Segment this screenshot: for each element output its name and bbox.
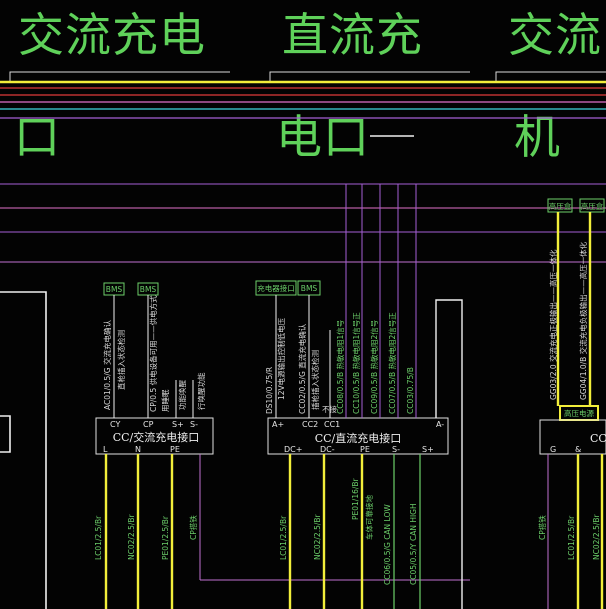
dc-pin-a-plus: A+: [272, 420, 284, 429]
dc-pin-dc-plus: DC+: [284, 445, 302, 454]
title-ac-port-line2: 口: [14, 110, 61, 164]
charger-signal-1: GG03/2.0 交流充电正极输出——高压一体化: [548, 249, 558, 400]
ac-signal-4: 用睡眠: [161, 389, 170, 412]
dc-signal-9: CC03/0.75/B: [406, 367, 415, 414]
charger-wire-label-n: NC02/2.5/Br: [592, 513, 601, 560]
ac-signal-1: AC01/0.5/G 交流充电确认: [102, 320, 112, 410]
ac-pin-cy: CY: [110, 420, 120, 429]
ac-pin-pe: PE: [170, 445, 180, 454]
ac-signal-2: 直枪插入状态检测: [116, 330, 126, 390]
bus-lines: [0, 80, 606, 263]
ac-signal-5: 功能唤醒: [177, 380, 187, 410]
ac-signal-6: 行唤醒功能: [196, 372, 206, 410]
ac-connector: CC/交流充电接口 CY CP S+ S- L N PE BMS BMS AC0…: [94, 282, 470, 609]
charger-tag-2-label: 高压盒: [581, 201, 604, 211]
dc-connector-name: CC/直流充电接口: [315, 431, 402, 445]
title-dc-port-line2: 电口: [276, 110, 370, 164]
dc-signal-8: CC07/0.5/B 热敏电阻2信号正: [387, 312, 397, 414]
left-wiring: [0, 291, 47, 609]
charger-hv-box-label: 高压电源: [564, 408, 594, 418]
dc-pin-cc2: CC2: [302, 420, 318, 429]
dc-signal-4: 插枪插入状态检测: [310, 350, 320, 410]
ac-wire-label-l: LC01/2.5/Br: [94, 515, 103, 560]
ac-signal-3: CP/0.5 供电设备可用——供电方式: [148, 295, 158, 412]
ac-wire-label-cp: CP搭铁: [188, 515, 198, 540]
charger-wire-label-cp: CP搭铁: [537, 515, 547, 540]
dc-connector-box: [267, 417, 449, 455]
dc-signal-5: CC08/0.5/B 热敏电阻1信号: [335, 320, 345, 414]
dc-connector: CC/直流充电接口 A+ CC2 CC1 A- DC+ DC- PE S- S+…: [255, 184, 463, 609]
dc-signal-2: 12V电源输出控制低电压: [276, 317, 286, 400]
charger-pin-g: G: [550, 445, 556, 454]
title-ac-port-line1: 交流充电: [18, 8, 206, 62]
ac-pin-s-minus: S-: [190, 420, 198, 429]
title-dc-port-line1: 直流充: [282, 8, 423, 62]
dc-signal-7: CC09/0.5/B 热敏电阻2信号: [369, 320, 379, 414]
charger-tag-1-label: 高压盒: [549, 201, 572, 211]
dc-wire-label-can-high: CC05/0.5/Y CAN HIGH: [409, 503, 418, 585]
ac-pin-cp: CP: [143, 420, 154, 429]
ac-pin-n: N: [135, 445, 141, 454]
title-ac-machine-line2: 机: [514, 110, 561, 164]
charger-wire-label-l: LC01/2.5/Br: [567, 515, 576, 560]
dc-pin-s-plus: S+: [422, 445, 434, 454]
dc-pin-pe: PE: [360, 445, 370, 454]
dc-wire-label-ground: 车体可靠接地: [364, 495, 374, 540]
title-frames: [9, 71, 606, 82]
dc-wire-label-1: LC01/2.5/Br: [279, 515, 288, 560]
dc-signal-6: CC10/0.5/B 热敏电阻1信号正: [351, 312, 361, 414]
ac-pin-s-plus: S+: [172, 420, 184, 429]
ac-pin-l: L: [103, 445, 108, 454]
ac-connector-name: CC/交流充电接口: [113, 430, 200, 444]
dc-pin-s-minus: S-: [392, 445, 400, 454]
dc-wire-label-can-low: CC06/0.5/G CAN LOW: [383, 504, 392, 585]
dc-pin-dc-minus: DC-: [320, 445, 335, 454]
ac-bms-tag-1-label: BMS: [106, 285, 123, 294]
charger-tag-1: [547, 198, 573, 213]
dc-pin-cc1: CC1: [324, 420, 340, 429]
ac-connector-box: [95, 417, 214, 455]
dc-wire-label-3: PE01/16/Br: [351, 477, 360, 520]
ac-bms-tag-2-label: BMS: [140, 285, 157, 294]
dc-wire-label-2: NC02/2.5/Br: [313, 513, 322, 560]
dc-tag-bms-label: BMS: [301, 284, 318, 293]
dc-tag-charger-label: 充电器接口: [257, 283, 295, 293]
charger-pin-amp: &: [575, 445, 581, 454]
ac-wire-label-n: NC02/2.5/Br: [127, 513, 136, 560]
charger-connector-name: CC/A: [590, 432, 606, 445]
charger-signal-2: GG04/1.0/B 交流充电负极输出——高压一体化: [578, 241, 588, 400]
ac-wire-label-pe: PE01/2.5/Br: [161, 515, 170, 560]
dc-pin-a-minus: A-: [436, 420, 444, 429]
charger-connector-box: [539, 419, 606, 455]
dc-signal-3: CC02/0.5/G 直流充电确认: [297, 323, 307, 414]
dc-signal-not-connected: 不接: [322, 404, 337, 414]
title-ac-machine-line1: 交流: [508, 8, 602, 62]
charger-connector: 高压盒 高压盒 高压电源 CC/A G & GG03/2.0 交流充电正极输出—…: [537, 198, 606, 609]
dc-signal-1: DS10/0.75/R: [265, 367, 274, 414]
charger-tag-2: [579, 198, 605, 213]
